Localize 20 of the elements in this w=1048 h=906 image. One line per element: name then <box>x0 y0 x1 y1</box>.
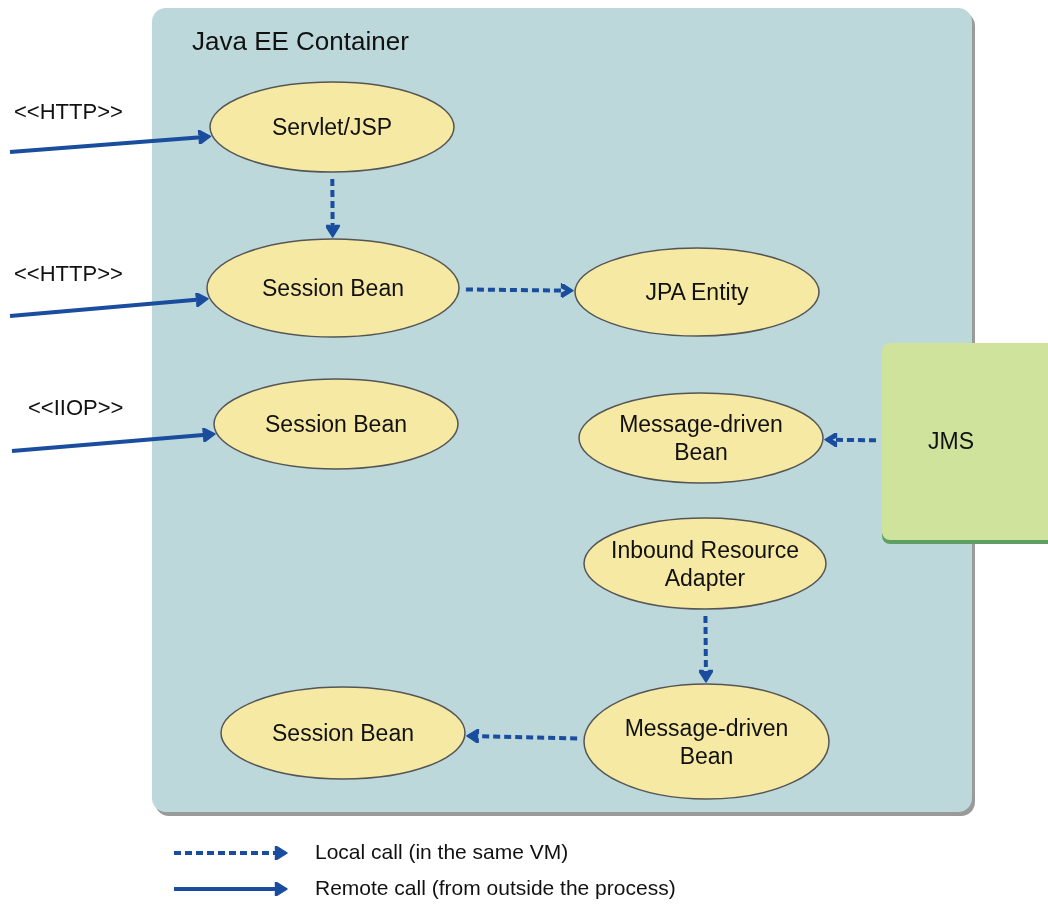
component-ellipse <box>220 686 466 780</box>
service-label: JMS <box>928 428 974 455</box>
component-ellipse <box>583 517 827 610</box>
component-ellipse <box>574 247 820 337</box>
component-ellipse <box>213 378 459 470</box>
legend-text: Local call (in the same VM) <box>315 840 569 864</box>
component-label: JPA Entity <box>644 278 750 306</box>
component-ellipse <box>578 392 824 484</box>
component-label: Servlet/JSP <box>270 113 394 141</box>
component-ellipse <box>583 683 830 800</box>
container-title: Java EE Container <box>192 26 409 57</box>
legend-text: Remote call (from outside the process) <box>315 876 676 900</box>
component-label: Inbound Resource Adapter <box>610 535 800 592</box>
component-label: Session Bean <box>271 719 415 747</box>
component-label: Message-driven Bean <box>618 410 784 466</box>
component-label: Session Bean <box>261 274 405 302</box>
component-ellipse <box>206 238 460 338</box>
component-label: Message-driven Bean <box>623 713 790 770</box>
component-label: Session Bean <box>264 410 408 438</box>
component-ellipse <box>209 81 455 173</box>
